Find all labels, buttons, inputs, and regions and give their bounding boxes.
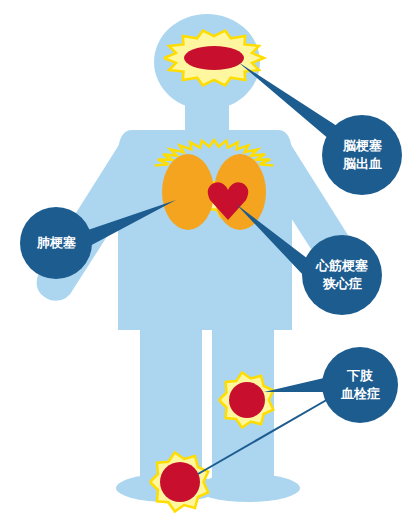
pain-burst bbox=[164, 31, 264, 86]
callout-text: 心筋梗塞 狭心症 bbox=[316, 257, 368, 292]
leader-lines bbox=[198, 398, 330, 474]
callout-bubble: 下肢 血栓症 bbox=[322, 347, 398, 423]
pain-burst bbox=[150, 453, 208, 512]
callout-bubble: 心筋梗塞 狭心症 bbox=[302, 235, 382, 315]
pain-burst bbox=[219, 372, 273, 427]
callout-bubble: 脳梗塞 脳出血 bbox=[322, 115, 402, 195]
callout-text: 下肢 血栓症 bbox=[341, 367, 380, 402]
callout-text: 脳梗塞 脳出血 bbox=[343, 137, 382, 172]
pain-bursts bbox=[150, 31, 273, 512]
organs bbox=[160, 46, 266, 502]
callout-bubble: 肺梗塞 bbox=[20, 207, 92, 279]
callout-text: 肺梗塞 bbox=[37, 234, 76, 252]
leader-tails bbox=[82, 62, 340, 392]
